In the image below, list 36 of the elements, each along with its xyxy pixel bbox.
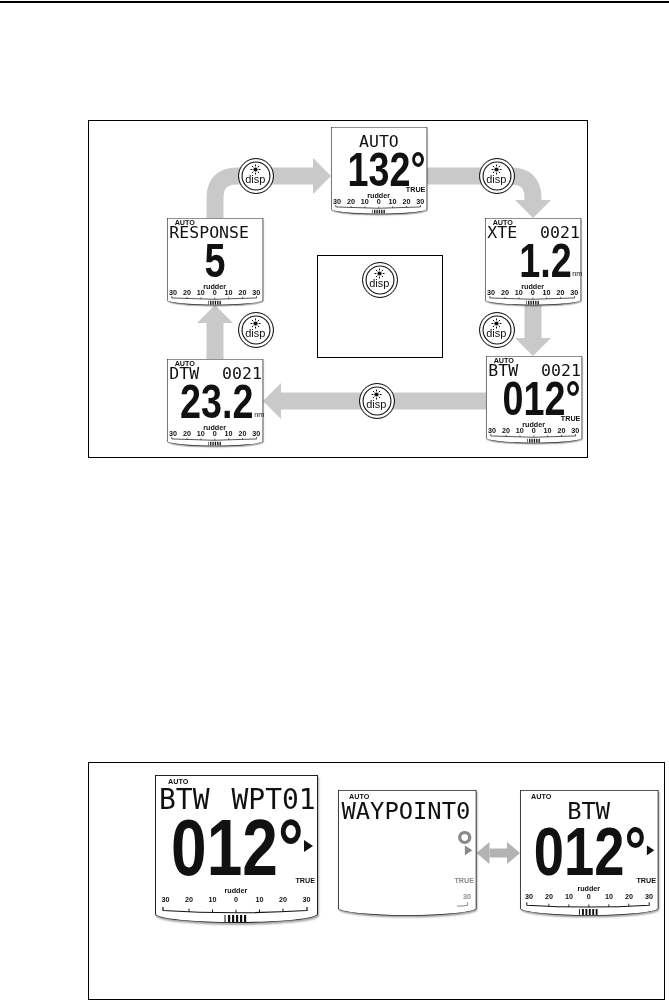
arrow: [515, 305, 551, 356]
lcd-digits: 1.2: [519, 243, 572, 278]
lcd-digits: 23.2: [180, 384, 254, 419]
key-label: disp: [369, 279, 390, 290]
key-label: disp: [366, 400, 387, 411]
lcd-text: BTW: [567, 801, 611, 820]
arrow: [197, 305, 233, 359]
lcd-digits: 012°: [533, 826, 646, 876]
lcd-display: [520, 790, 659, 916]
key-label: disp: [486, 175, 507, 186]
arrow: [263, 383, 486, 419]
lcd-display: [167, 359, 264, 447]
lcd-display: [331, 127, 428, 215]
lcd-display: [338, 790, 477, 916]
lcd-digits: 132°: [347, 152, 426, 187]
key-label: disp: [245, 329, 266, 340]
lcd-text: AUTO: [359, 135, 399, 148]
key-label: disp: [486, 329, 507, 340]
lcd-display: [167, 218, 264, 306]
lcd-digits: 5: [204, 243, 226, 278]
key-label: disp: [245, 175, 266, 186]
lcd-text: BTW WPT01: [159, 789, 316, 810]
lcd-display: [486, 356, 583, 444]
lcd-display: [485, 218, 582, 306]
arrow: [427, 167, 551, 218]
lcd-text: RESPONSE: [169, 226, 249, 239]
lcd-digits: 012°: [502, 381, 581, 416]
degree-sign: °: [456, 830, 474, 844]
lcd-display: [155, 775, 318, 923]
lcd-text: BTW 0021: [488, 364, 581, 377]
lcd-digits: 012°: [170, 818, 303, 876]
lcd-text: DTW 0021: [169, 367, 262, 380]
lcd-text: XTE 0021: [487, 226, 580, 239]
lcd-text: WAYPOINT0: [341, 801, 471, 820]
arrow: [476, 842, 520, 864]
info-box: [317, 255, 443, 358]
